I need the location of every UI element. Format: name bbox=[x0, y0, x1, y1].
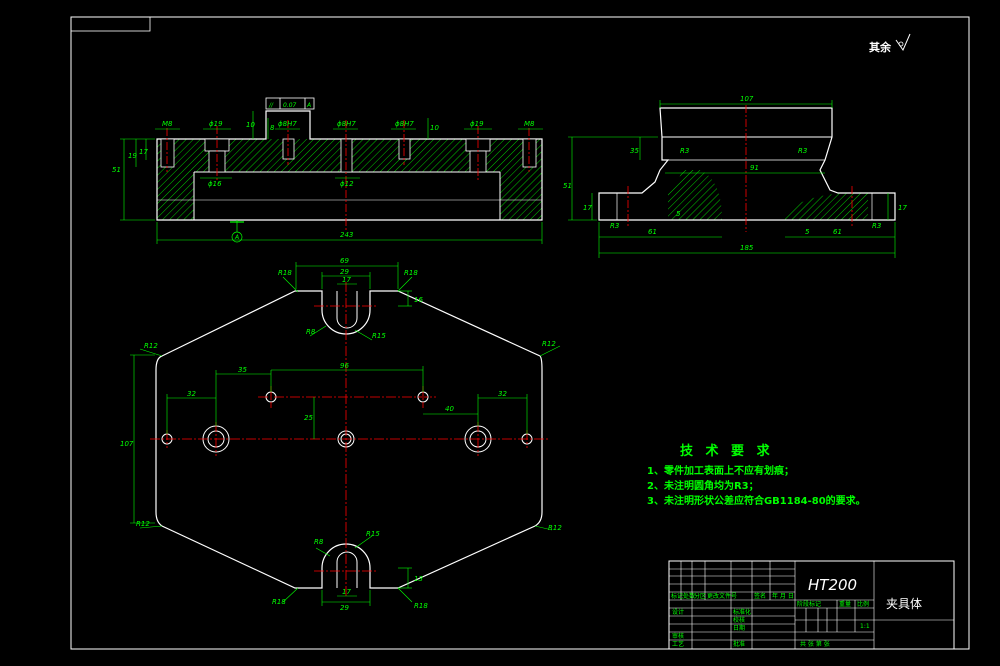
tech-requirement-1: 1、零件加工表面上不应有划痕； bbox=[647, 464, 794, 477]
parallelism-symbol: // bbox=[268, 102, 274, 109]
dim-w61a: 61 bbox=[648, 228, 657, 236]
sheet-frame bbox=[70, 16, 970, 650]
scale-label: 1:1 bbox=[860, 623, 870, 630]
dim-w17: 17 bbox=[342, 276, 351, 284]
dim-h51-side: 51 bbox=[563, 182, 572, 190]
roughness-note-text: 其余 bbox=[869, 40, 892, 54]
dim-r3a: R3 bbox=[680, 147, 689, 155]
tb-sheet-count: 共 张 第 张 bbox=[800, 640, 830, 648]
dim-w61b: 61 bbox=[833, 228, 842, 236]
dim-h51: 51 bbox=[112, 166, 121, 174]
dim-h13: 13 bbox=[414, 575, 423, 583]
dim-w107: 107 bbox=[740, 95, 754, 103]
tb-review: 审核 bbox=[672, 632, 684, 640]
material-label: HT200 bbox=[808, 576, 857, 594]
dim-r18b: R18 bbox=[404, 269, 418, 277]
dim-r3c: R3 bbox=[610, 222, 619, 230]
dim-w32b: 32 bbox=[498, 390, 507, 398]
tb-date: 日期 bbox=[733, 624, 745, 632]
dim-r8b: R8 bbox=[314, 538, 324, 546]
dim-w69: 69 bbox=[340, 257, 349, 265]
dim-w185: 185 bbox=[740, 244, 754, 252]
dim-w17b: 17 bbox=[342, 588, 351, 596]
part-name-label: 夹具体 bbox=[886, 597, 922, 611]
dim-m8-left: M8 bbox=[162, 120, 173, 128]
tech-requirements-title: 技 术 要 求 bbox=[680, 443, 774, 459]
dim-d12: ϕ12 bbox=[340, 180, 354, 188]
top-view: 69 29 17 29 17 35 96 32 32 40 25 107 16 … bbox=[120, 257, 562, 612]
dim-h19: 19 bbox=[128, 152, 137, 160]
dim-d19-left: ϕ19 bbox=[209, 120, 223, 128]
dim-r12c: R12 bbox=[136, 520, 150, 528]
dim-d8h7-a: ϕ8H7 bbox=[278, 120, 297, 128]
tb-stage-mark: 阶段标记 bbox=[797, 600, 821, 608]
dim-w243: 243 bbox=[340, 231, 353, 239]
dim-r18a: R18 bbox=[278, 269, 292, 277]
title-block: HT200 夹具体 1:1 标记 处数 分区 更改文件号 签名 年 月 日 设计… bbox=[668, 560, 955, 650]
tb-standardization: 标准化 bbox=[733, 608, 751, 616]
tb-design: 设计 bbox=[672, 608, 684, 616]
tb-header-change-doc: 更改文件号 bbox=[707, 592, 737, 600]
dim-h107: 107 bbox=[120, 440, 134, 448]
dim-h25: 25 bbox=[304, 414, 313, 422]
tb-header-count: 处数 bbox=[683, 592, 695, 600]
dim-h10: 10 bbox=[246, 121, 255, 129]
tolerance-value: 0.07 bbox=[283, 102, 297, 109]
dim-d8h7-b: ϕ8H7 bbox=[337, 120, 356, 128]
tb-check: 校核 bbox=[733, 616, 745, 624]
dim-d5b: 5 bbox=[805, 228, 810, 236]
dim-r15a: R15 bbox=[372, 332, 386, 340]
dim-w29b: 29 bbox=[340, 604, 349, 612]
front-view: // 0.07 A A M8 M8 ϕ19 ϕ19 ϕ8H7 ϕ8H7 ϕ8H7… bbox=[112, 97, 543, 244]
dim-h8: 8 bbox=[270, 124, 275, 132]
tb-approve: 批准 bbox=[733, 640, 745, 648]
dim-d16: ϕ16 bbox=[208, 180, 222, 188]
tolerance-frame: // 0.07 A bbox=[265, 97, 315, 110]
datum-label: A bbox=[234, 234, 239, 241]
dim-r12b: R12 bbox=[542, 340, 556, 348]
dim-h17-side: 17 bbox=[583, 204, 592, 212]
dim-h17: 17 bbox=[139, 148, 148, 156]
tech-requirements: 技 术 要 求 1、零件加工表面上不应有划痕； 2、未注明圆角均为R3； 3、未… bbox=[647, 443, 866, 507]
dim-w32a: 32 bbox=[187, 390, 196, 398]
dim-h16: 16 bbox=[414, 296, 423, 304]
dim-r18d: R18 bbox=[414, 602, 428, 610]
tolerance-datum: A bbox=[306, 102, 311, 109]
dim-r12d: R12 bbox=[548, 524, 562, 532]
side-view: 107 91 185 61 61 51 35 17 17 R3 R3 R3 R3… bbox=[563, 95, 907, 258]
tb-header-zone: 分区 bbox=[694, 592, 706, 600]
dim-h10b: 10 bbox=[430, 124, 439, 132]
dim-w91: 91 bbox=[750, 164, 759, 172]
dim-w40: 40 bbox=[445, 405, 454, 413]
dim-m8-right: M8 bbox=[524, 120, 535, 128]
dim-w35: 35 bbox=[238, 366, 247, 374]
dim-r3d: R3 bbox=[872, 222, 881, 230]
roughness-symbol-icon bbox=[895, 33, 911, 52]
tb-process: 工艺 bbox=[672, 640, 684, 648]
dim-h35: 35 bbox=[630, 147, 639, 155]
tb-scale-header: 比例 bbox=[857, 600, 869, 608]
tech-requirement-3: 3、未注明形状公差应符合GB1184-80的要求。 bbox=[647, 494, 866, 507]
tb-header-date: 年 月 日 bbox=[772, 592, 794, 600]
dim-d8h7-c: ϕ8H7 bbox=[395, 120, 414, 128]
datum-marker: A bbox=[230, 220, 244, 243]
dim-d5: 5 bbox=[676, 210, 681, 218]
dim-d19-right: ϕ19 bbox=[470, 120, 484, 128]
dim-r15b: R15 bbox=[366, 530, 380, 538]
dim-w96: 96 bbox=[340, 362, 349, 370]
tb-header-signature: 签名 bbox=[754, 592, 766, 600]
tb-header-mark: 标记 bbox=[671, 592, 683, 600]
dim-r8a: R8 bbox=[306, 328, 316, 336]
dim-w29: 29 bbox=[340, 268, 349, 276]
roughness-note: 其余 bbox=[869, 33, 911, 54]
dim-r3b: R3 bbox=[798, 147, 807, 155]
tb-weight: 重量 bbox=[839, 600, 851, 608]
dim-r18c: R18 bbox=[272, 598, 286, 606]
tech-requirement-2: 2、未注明圆角均为R3； bbox=[647, 479, 759, 492]
dim-r12a: R12 bbox=[144, 342, 158, 350]
dim-h17b-side: 17 bbox=[898, 204, 907, 212]
